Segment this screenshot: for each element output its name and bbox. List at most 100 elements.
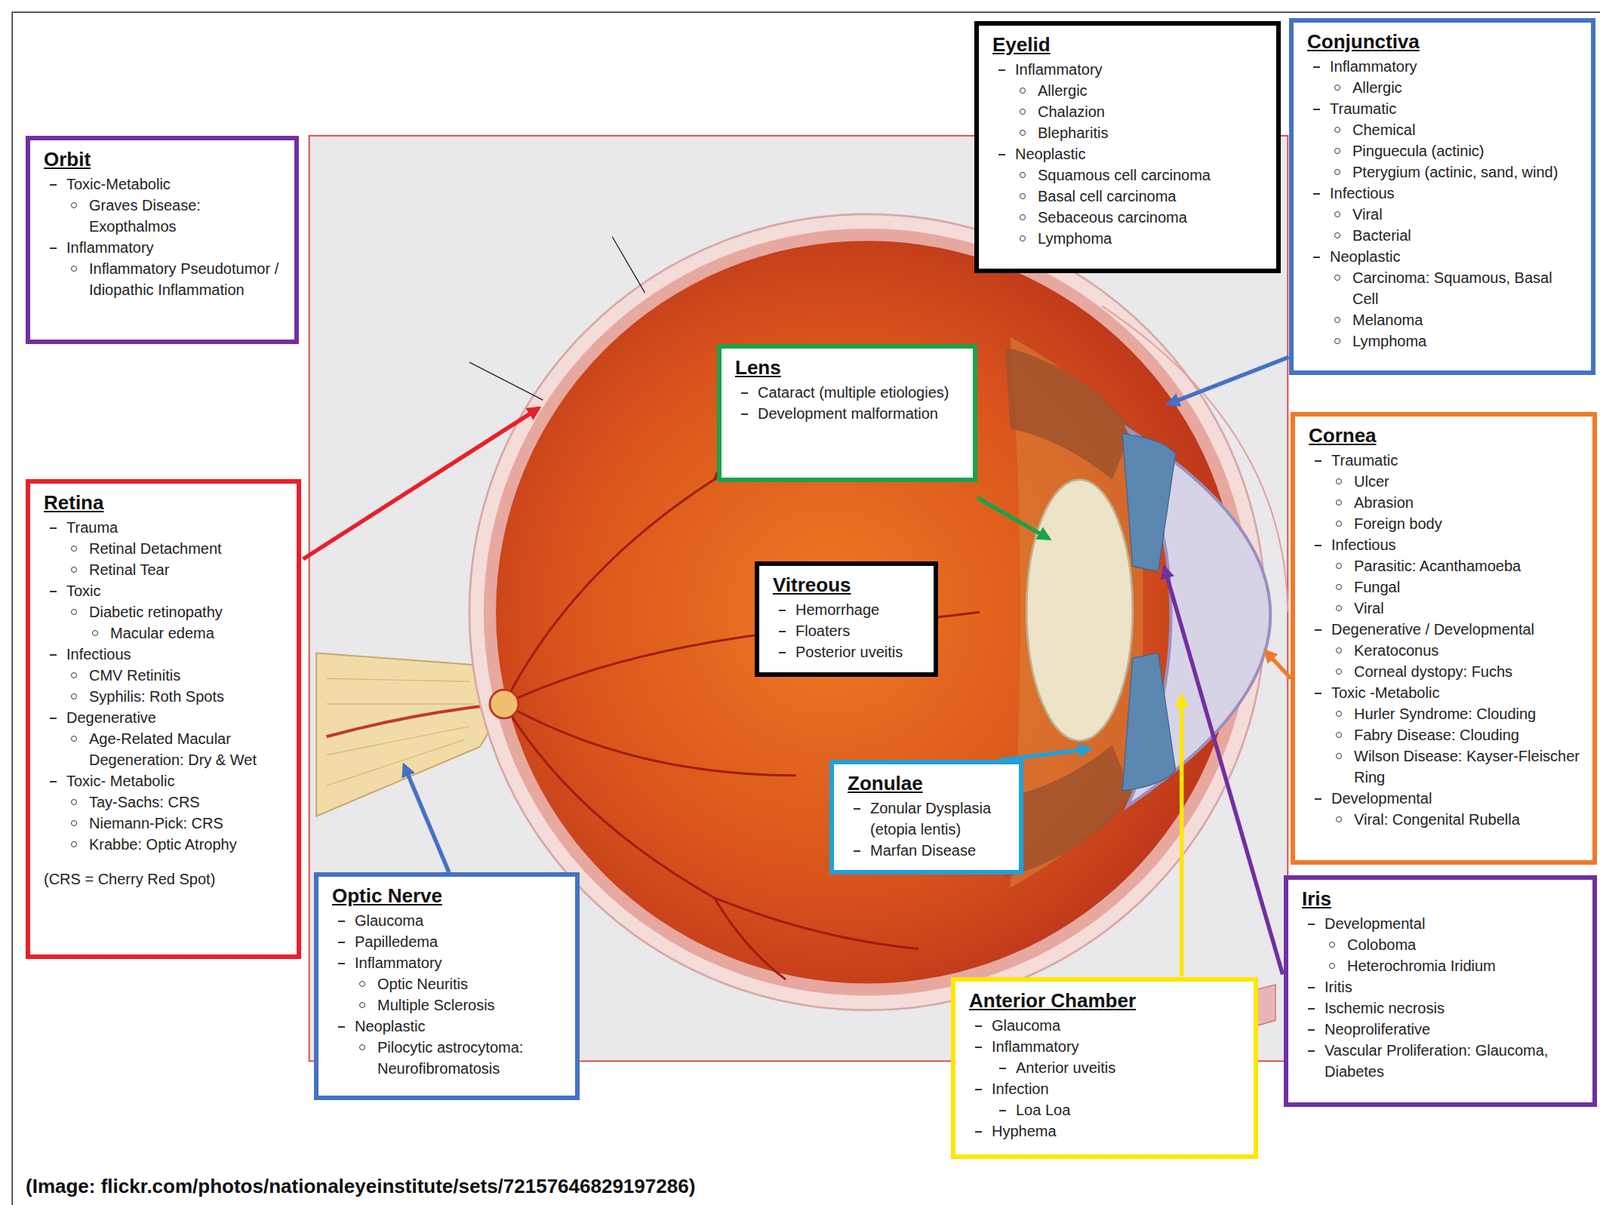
list-text: Inflammatory bbox=[1329, 58, 1418, 75]
callout-box: CorneaTraumaticUlcerAbrasionForeign body… bbox=[1290, 412, 1597, 865]
leader-arrow bbox=[1265, 651, 1292, 680]
list-item: Infection bbox=[969, 1078, 1245, 1100]
bullet-dash bbox=[338, 1026, 345, 1028]
bullet-dash bbox=[338, 963, 345, 965]
list-item: Degenerative / Developmental bbox=[1308, 618, 1584, 640]
list-text: CMV Retinitis bbox=[89, 667, 181, 684]
bullet-circle bbox=[359, 981, 366, 988]
list-item: Retinal Tear bbox=[43, 559, 288, 581]
list-text: Viral bbox=[1353, 600, 1385, 617]
list-item: Hemorrhage bbox=[772, 599, 925, 621]
list-text: Development malformation bbox=[757, 405, 939, 422]
list-item: Ulcer bbox=[1308, 470, 1584, 493]
list-text: Melanoma bbox=[1352, 311, 1423, 329]
list-item: Developmental bbox=[1301, 913, 1584, 935]
bullet-circle bbox=[70, 609, 77, 616]
list-item: Toxic bbox=[43, 580, 288, 602]
bullet-circle bbox=[1019, 87, 1026, 94]
list-text: Niemann-Pick: CRS bbox=[89, 815, 224, 832]
list-item: Heterochromia Iridium bbox=[1301, 955, 1584, 977]
bullet-dash bbox=[338, 941, 345, 944]
list-item: Toxic -Metabolic bbox=[1308, 682, 1584, 704]
tick-line bbox=[469, 236, 646, 400]
list-item: Loa Loa bbox=[969, 1099, 1245, 1121]
list-item: Vascular Proliferation: Glaucoma, Diabet… bbox=[1301, 1040, 1584, 1083]
list-text: Marfan Disease bbox=[870, 842, 976, 859]
list-text: Sebaceous carcinoma bbox=[1037, 209, 1188, 226]
list-item: Retinal Detachment bbox=[43, 538, 288, 560]
list-item: Optic Neuritis bbox=[332, 973, 567, 995]
list-text: Toxic-Metabolic bbox=[66, 175, 171, 193]
list-text: Lymphoma bbox=[1352, 332, 1427, 350]
list-text: Degenerative / Developmental bbox=[1331, 621, 1535, 638]
list-text: Fabry Disease: Clouding bbox=[1353, 726, 1520, 744]
list-text: Coloboma bbox=[1347, 936, 1416, 954]
bullet-dash bbox=[1307, 923, 1315, 926]
list-text: Krabbe: Optic Atrophy bbox=[89, 836, 237, 853]
list-item: Multiple Sclerosis bbox=[332, 994, 567, 1016]
bullet-circle bbox=[1335, 816, 1342, 823]
bullet-dash bbox=[49, 590, 57, 593]
bullet-circle bbox=[1335, 563, 1342, 570]
list-item: Wilson Disease: Kayser-Fleischer Ring bbox=[1308, 745, 1584, 788]
list-item: Fungal bbox=[1308, 576, 1584, 598]
list-item: Zonular Dysplasia (etopia lentis) bbox=[847, 797, 1010, 840]
list-text: Developmental bbox=[1324, 915, 1425, 933]
list-item: Infectious bbox=[1307, 182, 1582, 204]
bullet-circle bbox=[1334, 211, 1341, 218]
box-heading: Vitreous bbox=[772, 572, 925, 598]
iris-top bbox=[1122, 433, 1176, 573]
bullet-circle bbox=[70, 265, 77, 272]
ciliary-bottom bbox=[1005, 744, 1133, 878]
list-item: Traumatic bbox=[1307, 98, 1582, 120]
box-heading: Eyelid bbox=[992, 31, 1268, 58]
bullet-circle bbox=[1334, 169, 1341, 176]
list-item: Ischemic necrosis bbox=[1301, 997, 1584, 1019]
bullet-circle bbox=[70, 799, 77, 806]
bullet-circle bbox=[1329, 941, 1336, 948]
bullet-circle bbox=[1019, 214, 1026, 221]
list-text: Abrasion bbox=[1353, 494, 1414, 511]
list-item: Melanoma bbox=[1307, 309, 1582, 331]
leader-arrow bbox=[1179, 695, 1184, 977]
conjunctiva-line bbox=[1101, 306, 1288, 613]
list-text: Degenerative bbox=[66, 709, 157, 727]
bullet-circle bbox=[1335, 478, 1342, 485]
iris-bottom bbox=[1122, 652, 1176, 791]
list-text: Pinguecula (actinic) bbox=[1352, 142, 1485, 160]
bullet-circle bbox=[1019, 193, 1026, 200]
list-item: Neoproliferative bbox=[1301, 1018, 1584, 1040]
bullet-dash bbox=[741, 392, 748, 394]
list-text: Graves Disease: Exopthalmos bbox=[89, 196, 201, 235]
list-text: Optic Neuritis bbox=[377, 975, 468, 993]
callout-box: ConjunctivaInflammatoryAllergicTraumatic… bbox=[1289, 18, 1596, 376]
bullet-dash bbox=[1314, 629, 1322, 631]
list-item: Lymphoma bbox=[992, 227, 1268, 250]
bullet-circle bbox=[1334, 274, 1341, 281]
list-text: Toxic- Metabolic bbox=[66, 772, 175, 790]
list-item: Corneal dystopy: Fuchs bbox=[1308, 661, 1584, 683]
list-item: Niemann-Pick: CRS bbox=[43, 812, 288, 834]
leader-arrow bbox=[1168, 356, 1290, 404]
bullet-dash bbox=[1314, 692, 1322, 695]
list-text: Multiple Sclerosis bbox=[377, 996, 496, 1014]
bullet-circle bbox=[359, 1044, 366, 1051]
list-item: Neoplastic bbox=[992, 143, 1268, 165]
list-item: Floaters bbox=[772, 620, 925, 642]
choroid bbox=[483, 228, 1252, 997]
list-item: Posterior uveitis bbox=[772, 641, 925, 663]
callout-box: RetinaTraumaRetinal DetachmentRetinal Te… bbox=[25, 479, 302, 960]
bullet-circle bbox=[70, 693, 77, 700]
leader-arrow bbox=[977, 498, 1050, 539]
bullet-dash bbox=[49, 717, 57, 720]
list-item: Development malformation bbox=[735, 403, 964, 425]
bullet-dash bbox=[1307, 1029, 1315, 1031]
list-text: Ischemic necrosis bbox=[1324, 1000, 1445, 1017]
list-item: Hyphema bbox=[969, 1120, 1245, 1142]
bullet-circle bbox=[1335, 499, 1342, 506]
list-text: Neoproliferative bbox=[1324, 1021, 1431, 1038]
bullet-circle bbox=[1334, 232, 1341, 239]
bullet-circle bbox=[70, 735, 77, 742]
list-text: Inflammatory bbox=[1015, 61, 1103, 78]
list-text: Floaters bbox=[795, 622, 850, 640]
